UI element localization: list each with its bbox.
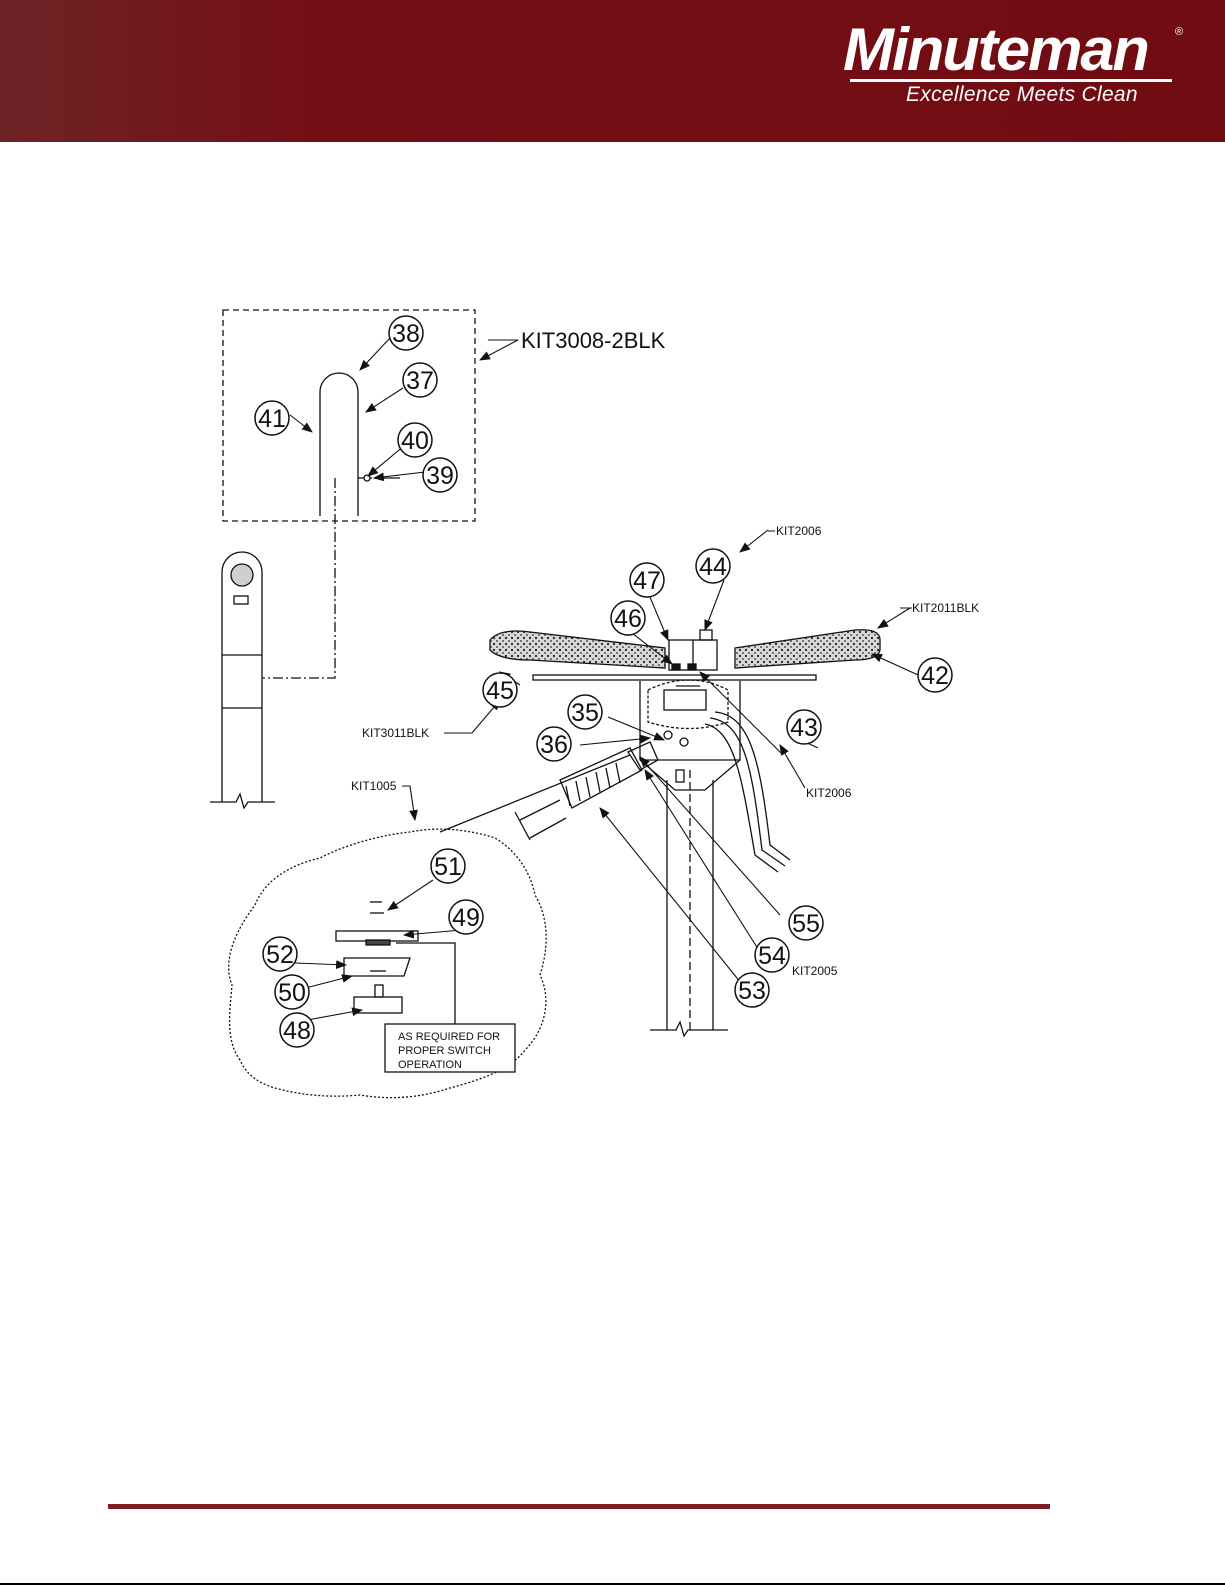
note-line-3: OPERATION bbox=[398, 1059, 462, 1071]
callout-39: 39 bbox=[426, 462, 454, 490]
kit3011-label: KIT3011BLK bbox=[362, 726, 429, 740]
callout-47: 47 bbox=[633, 567, 661, 595]
cross-plate bbox=[533, 675, 816, 680]
kit2005-label: KIT2005 bbox=[792, 964, 838, 978]
callout-54: 54 bbox=[758, 942, 786, 970]
callout-45: 45 bbox=[486, 677, 514, 705]
callout-36: 36 bbox=[540, 731, 568, 759]
kit2006-right-label: KIT2006 bbox=[806, 786, 852, 800]
callout-37: 37 bbox=[406, 367, 434, 395]
kit2011-label: KIT2011BLK bbox=[912, 601, 979, 615]
callout-42: 42 bbox=[921, 662, 949, 690]
callout-49: 49 bbox=[452, 904, 480, 932]
u-handle bbox=[320, 373, 358, 516]
callout-52: 52 bbox=[266, 941, 294, 969]
kit3008-label: KIT3008-2BLK bbox=[521, 328, 666, 353]
link-line bbox=[262, 478, 335, 678]
left-grip bbox=[490, 631, 665, 668]
callout-38: 38 bbox=[392, 320, 420, 348]
callout-41: 41 bbox=[258, 405, 286, 433]
right-grip bbox=[735, 630, 880, 668]
note-line-1: AS REQUIRED FOR bbox=[398, 1031, 500, 1043]
footer-rule bbox=[108, 1504, 1050, 1509]
callout-55: 55 bbox=[792, 910, 820, 938]
callout-46: 46 bbox=[614, 605, 642, 633]
kit2006-top-label: KIT2006 bbox=[776, 524, 822, 538]
callout-43: 43 bbox=[790, 714, 818, 742]
callout-44: 44 bbox=[699, 553, 727, 581]
callout-50: 50 bbox=[278, 979, 306, 1007]
callout-48: 48 bbox=[283, 1017, 311, 1045]
callout-35: 35 bbox=[571, 699, 599, 727]
callout-51: 51 bbox=[434, 853, 462, 881]
callout-53: 53 bbox=[738, 977, 766, 1005]
note-line-2: PROPER SWITCH bbox=[398, 1045, 491, 1057]
power-cord bbox=[520, 800, 566, 838]
callout-40: 40 bbox=[401, 427, 429, 455]
kit1005-label: KIT1005 bbox=[351, 779, 397, 793]
